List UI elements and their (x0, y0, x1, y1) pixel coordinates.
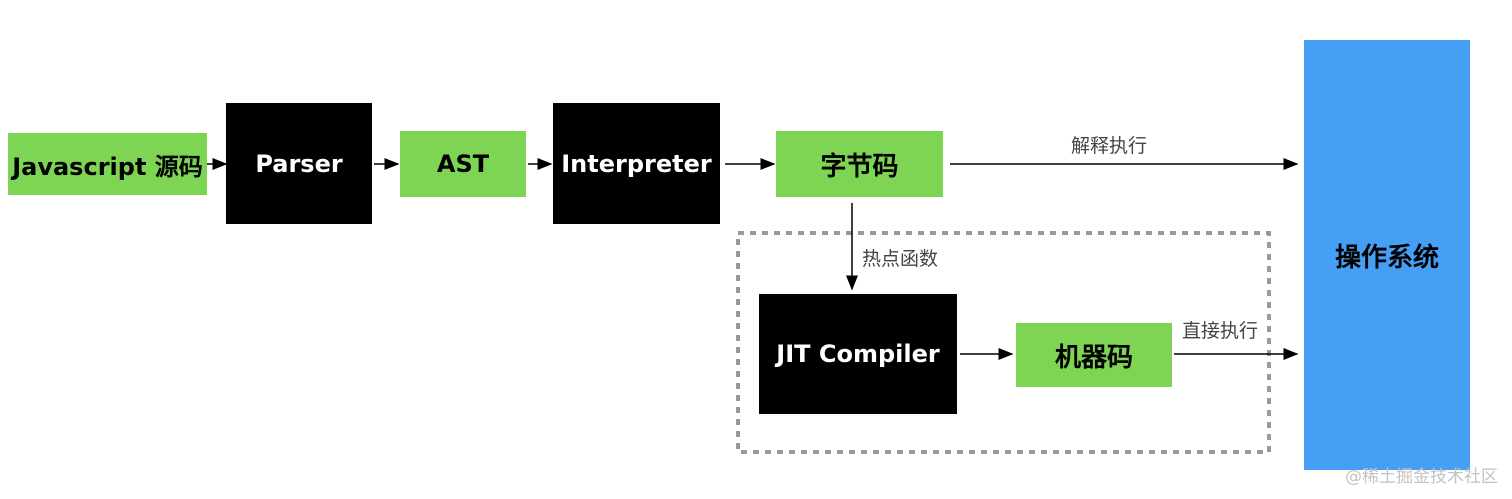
watermark: @稀土掘金技术社区 (1345, 467, 1498, 487)
node-interpreter: Interpreter (553, 103, 720, 224)
node-os-label: 操作系统 (1334, 242, 1439, 273)
node-ast-label: AST (436, 150, 490, 178)
edge-label-interpret-exec: 解释执行 (1071, 135, 1148, 157)
node-bytecode-label: 字节码 (820, 151, 899, 182)
node-bytecode: 字节码 (776, 131, 943, 197)
edge-label-hot-function: 热点函数 (862, 248, 939, 270)
edge-label-direct-exec: 直接执行 (1182, 320, 1259, 342)
node-interpreter-label: Interpreter (561, 149, 712, 178)
node-jit-compiler-label: JIT Compiler (776, 340, 940, 368)
node-machine-code: 机器码 (1016, 323, 1172, 387)
node-machine-code-label: 机器码 (1054, 342, 1133, 373)
node-ast: AST (400, 131, 526, 197)
node-source: Javascript 源码 (8, 133, 207, 195)
node-parser: Parser (226, 103, 372, 224)
node-jit-compiler: JIT Compiler (759, 294, 957, 414)
jit-group-border (736, 231, 1271, 454)
node-os: 操作系统 (1304, 40, 1470, 470)
node-source-label: Javascript 源码 (12, 152, 203, 181)
node-parser-label: Parser (255, 149, 343, 178)
